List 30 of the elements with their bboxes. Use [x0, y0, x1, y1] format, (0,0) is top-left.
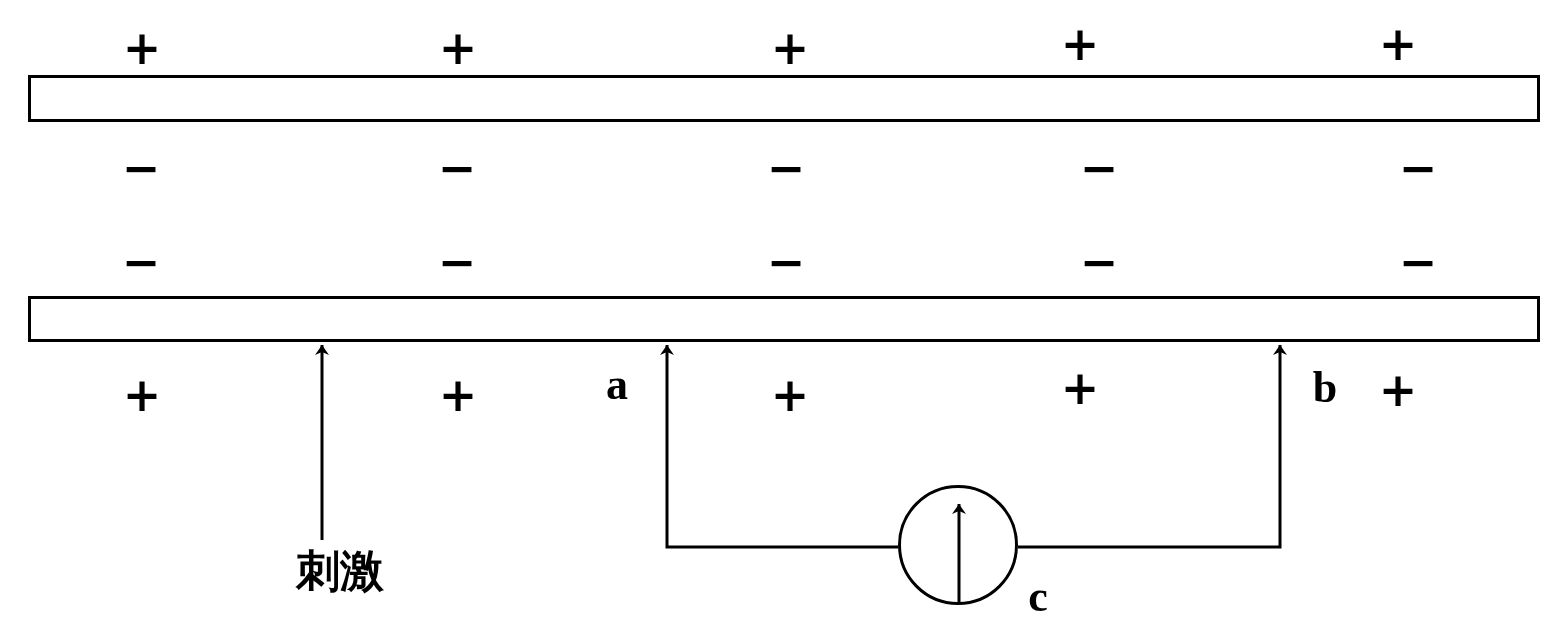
charge-sign: + — [122, 372, 162, 418]
charge-sign: + — [1378, 367, 1418, 413]
electrode-wire — [1018, 345, 1287, 549]
charge-sign: + — [438, 25, 478, 71]
charge-sign: − — [437, 239, 477, 285]
charge-sign: + — [122, 25, 162, 71]
charge-sign: + — [1060, 365, 1100, 411]
charge-sign: − — [1398, 145, 1438, 191]
stimulus-arrow — [315, 345, 329, 540]
charge-sign: − — [121, 239, 161, 285]
galvanometer-label: c — [1028, 575, 1048, 619]
charge-sign: + — [438, 372, 478, 418]
electrode-wire — [660, 345, 898, 549]
charge-sign: − — [121, 145, 161, 191]
stimulus-label: 刺激 — [272, 540, 408, 602]
charge-sign: + — [1378, 21, 1418, 67]
nerve-fiber-bar — [28, 296, 1540, 342]
electrode-label: b — [1312, 366, 1338, 410]
charge-sign: − — [437, 145, 477, 191]
charge-sign: + — [770, 25, 810, 71]
charge-sign: − — [1079, 145, 1119, 191]
electrode-label: a — [606, 363, 628, 407]
charge-sign: − — [1079, 239, 1119, 285]
galvanometer-circle — [898, 485, 1018, 605]
charge-sign: − — [766, 239, 806, 285]
charge-sign: − — [1398, 239, 1438, 285]
charge-sign: − — [766, 145, 806, 191]
charge-sign: + — [1060, 21, 1100, 67]
charge-sign: + — [770, 372, 810, 418]
nerve-fiber-bar — [28, 75, 1540, 122]
